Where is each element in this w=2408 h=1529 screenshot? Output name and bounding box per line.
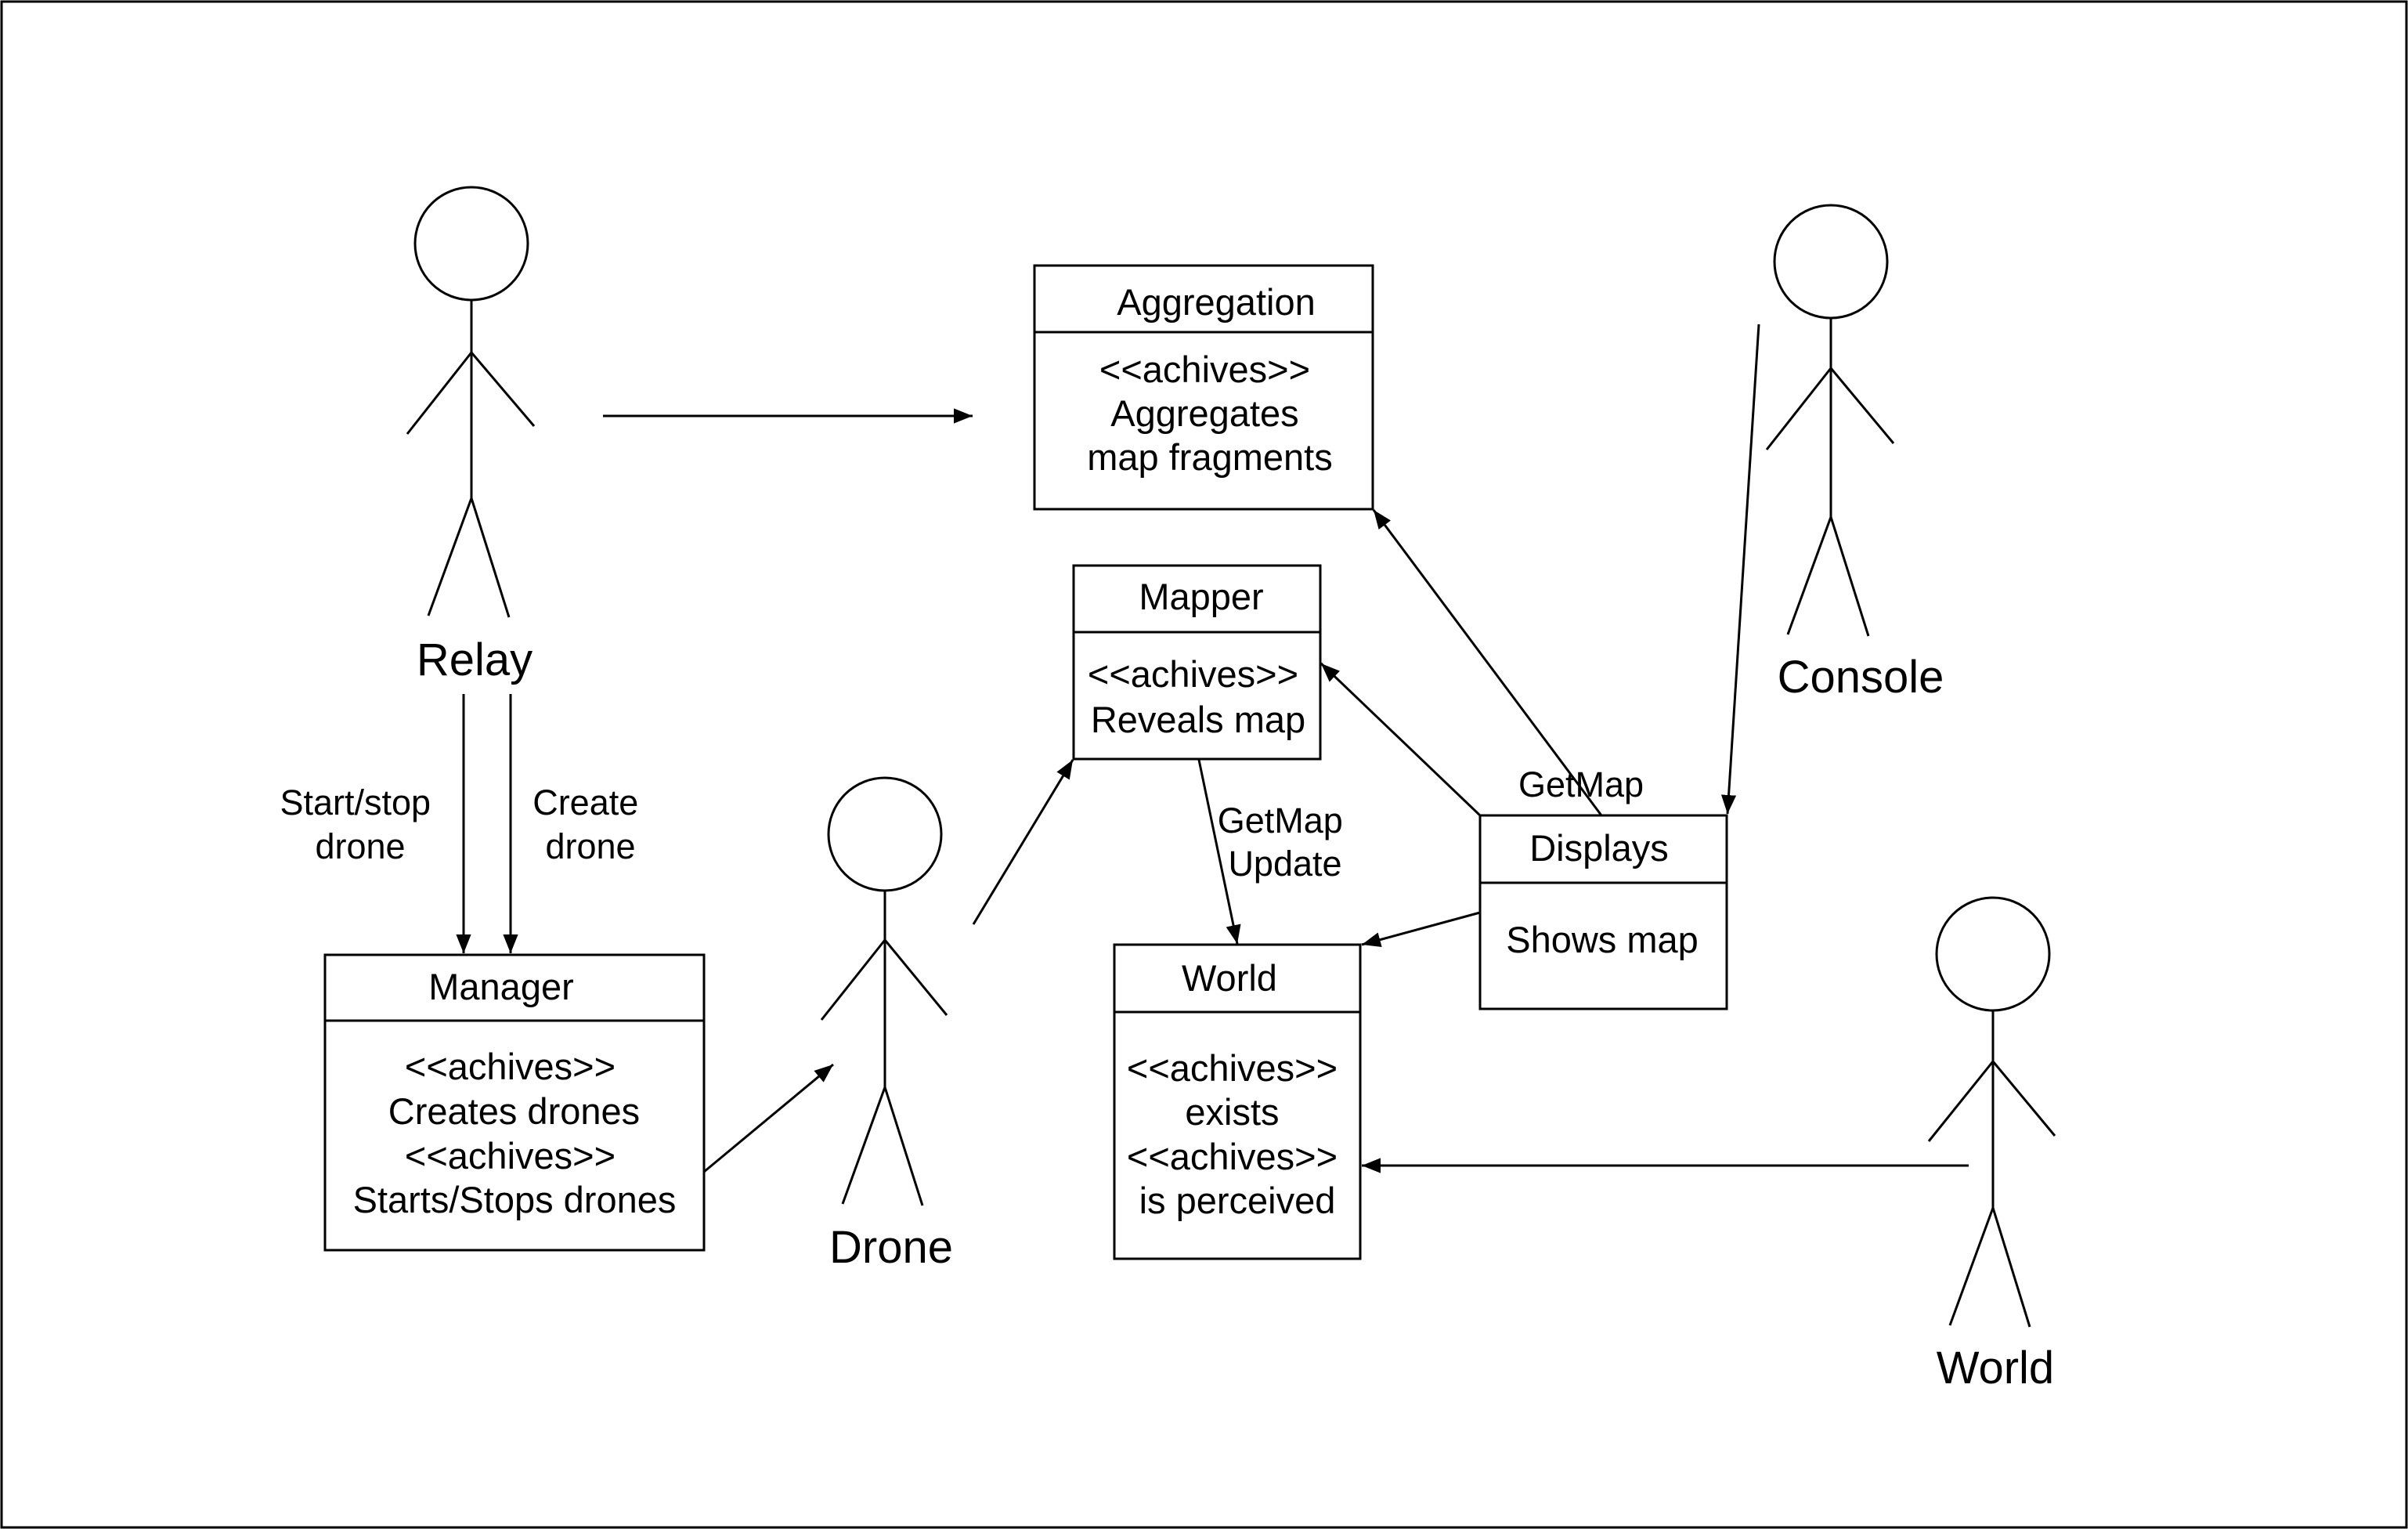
box-mapper-title: Mapper [1139,576,1263,617]
box-displays-body-line: Shows map [1506,919,1699,960]
box-world-body-line: is perceived [1139,1180,1336,1221]
box-aggregation[interactable]: Aggregation <<achives>> Aggregates map f… [1033,264,1374,511]
actor-relay[interactable]: Relay [406,186,536,685]
box-displays[interactable]: Displays Shows map [1478,814,1728,1010]
box-aggregation-body-line: <<achives>> [1099,349,1310,390]
edge-drone-mapper [972,759,1074,925]
box-aggregation-body-line: Aggregates [1110,392,1298,434]
edge-label-create: drone [545,826,635,866]
edge-displays-mapper [1320,662,1482,817]
actor-console[interactable]: Console [1765,204,1944,703]
box-aggregation-body-line: map fragments [1087,436,1332,478]
actor-relay-name: Relay [417,634,533,685]
box-displays-title: Displays [1529,827,1669,869]
actor-world-name: World [1937,1343,2054,1393]
box-manager-body-line: <<achives>> [405,1046,616,1087]
edge-displays-world [1361,911,1481,947]
actor-drone[interactable]: Drone [820,776,953,1273]
box-world-body-line: <<achives>> [1127,1136,1338,1177]
actor-console-name: Console [1778,652,1944,703]
box-manager-body-line: Starts/Stops drones [353,1179,677,1220]
box-mapper-body-line: Reveals map [1091,699,1305,740]
edge-mapper-world [1197,759,1241,945]
box-world-title: World [1182,957,1277,999]
edge-label-mapper-world: GetMap [1218,801,1343,840]
svg-text:GetMap Update: GetMap Update [1218,801,1353,884]
actor-world[interactable]: World [1927,896,2056,1393]
svg-text:<<achives>> exists: <<achives>> exists <<achives>> is percei… [1127,1047,1348,1221]
svg-text:Start/stop drone: Start/stop drone [280,783,440,866]
box-aggregation-title: Aggregation [1117,281,1315,323]
box-world-body-line: <<achives>> [1127,1047,1338,1089]
box-manager-title: Manager [428,966,574,1007]
svg-text:<<achives>> Creates dron: <<achives>> Creates drones <<achives>> S… [353,1046,677,1220]
svg-text:Create drone: Create drone [533,783,648,866]
edge-console-displays [1720,324,1760,815]
edge-label-start-stop: Start/stop [280,783,431,822]
box-mapper-body-line: <<achives>> [1088,653,1298,695]
edge-displays-aggregation [1372,509,1603,816]
box-world[interactable]: World <<achives>> exists <<achives>> is … [1113,943,1362,1260]
box-mapper[interactable]: Mapper <<achives>> Reveals map [1072,564,1322,761]
edge-label-create: Create [533,783,638,822]
actor-drone-name: Drone [829,1222,953,1273]
edge-manager-drone [703,1063,834,1173]
box-world-body-line: exists [1185,1091,1279,1133]
edge-label-start-stop: drone [315,826,405,866]
box-manager[interactable]: Manager <<achives>> Creates drones <<ach… [323,953,706,1252]
edge-label-displays-aggregation: GetMap [1518,764,1644,804]
edge-label-mapper-world: Update [1228,844,1341,884]
box-manager-body-line: <<achives>> [405,1135,616,1177]
svg-text:<<achives>> Reveals map: <<achives>> Reveals map [1088,653,1309,740]
box-manager-body-line: Creates drones [388,1090,640,1132]
svg-text:<<achives>> Aggregates: <<achives>> Aggregates map fragments [1087,349,1332,478]
